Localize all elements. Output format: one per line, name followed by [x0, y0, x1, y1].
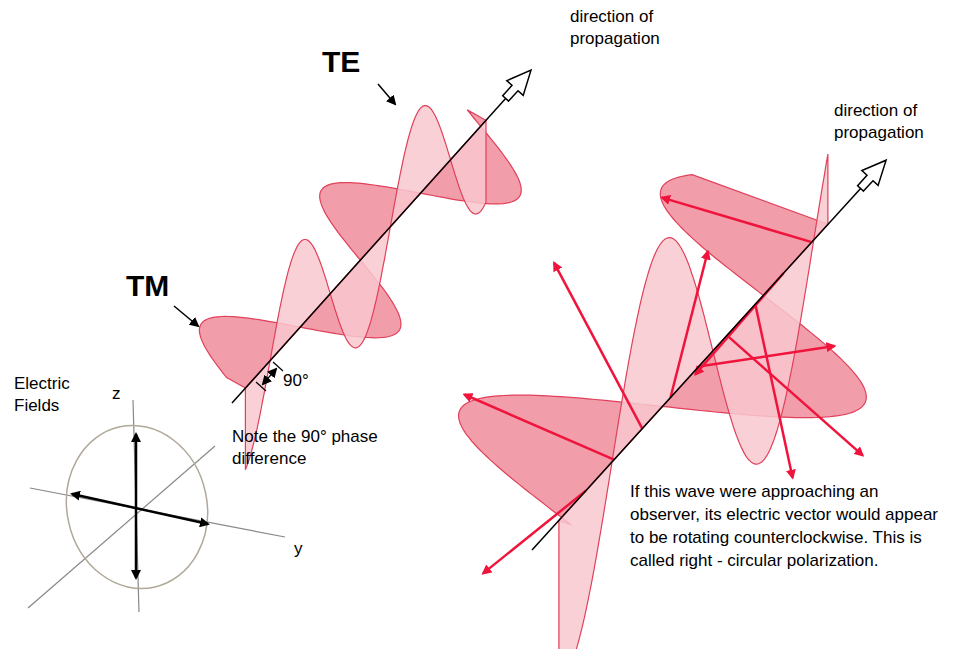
phase-arrow [263, 369, 276, 384]
te-wave [559, 154, 828, 649]
phase-tick [256, 382, 266, 391]
te-leader [378, 84, 395, 104]
caption-note: If this wave were approaching an observe… [630, 480, 950, 572]
panel-title: Electric Fields [14, 373, 94, 417]
direction-label: direction of propagation [570, 6, 705, 50]
angle-label: 90° [283, 370, 323, 392]
field-vector [662, 198, 812, 243]
axis-label: y [294, 538, 310, 560]
note-text: Note the 90° phase difference [232, 426, 380, 470]
axis-label: z [112, 383, 128, 405]
field-vector [755, 304, 792, 478]
field-vector [727, 335, 863, 455]
phase-tick [273, 362, 283, 371]
field-vector [554, 263, 642, 429]
y-field-vector [72, 494, 208, 524]
direction-label: direction of propagation [834, 100, 962, 144]
mode-label: TE [322, 42, 382, 81]
field-vector [483, 491, 586, 574]
field-vector [464, 395, 614, 460]
propagation-axis [232, 98, 506, 403]
phase-marker [256, 362, 283, 391]
field-vector [671, 251, 708, 397]
propagation-arrowhead [503, 70, 531, 101]
propagation-axis-line [28, 446, 215, 608]
propagation-arrowhead [858, 160, 887, 191]
z-axis-line [133, 400, 139, 612]
tm-leader [174, 306, 198, 326]
z-field-vector [135, 434, 138, 578]
field-ellipse [51, 412, 222, 602]
mode-label: TM [126, 266, 186, 305]
wave [459, 154, 886, 649]
